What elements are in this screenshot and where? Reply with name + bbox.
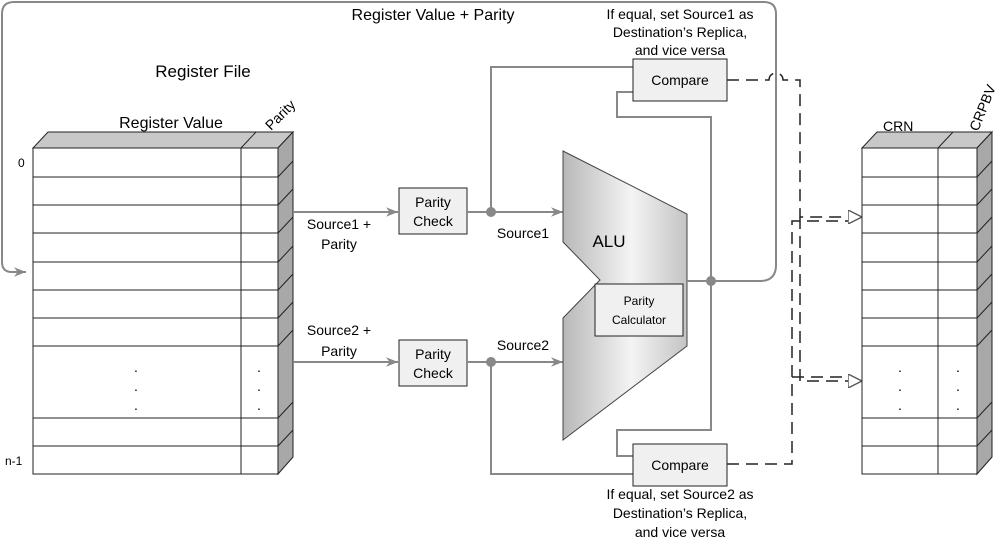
dot: .: [898, 359, 902, 375]
crpbv-header: CRPBV: [966, 82, 999, 133]
register-file-title: Register File: [155, 62, 250, 81]
register-value-header: Register Value: [119, 115, 223, 132]
compare-top-note: Destination’s Replica,: [613, 24, 747, 40]
parity-check-2-label: Parity: [415, 346, 451, 362]
parity-check-1-label: Parity: [415, 194, 451, 210]
dot: .: [134, 359, 138, 375]
source2-label: Source2: [497, 337, 549, 353]
compare-top-control-line: [727, 72, 862, 217]
parity-calculator-label: Calculator: [612, 313, 666, 327]
parity-calculator-label: Parity: [624, 294, 655, 308]
source2-input-label: Source2 +: [307, 322, 371, 338]
compare-bottom-control-line: [727, 220, 848, 465]
output-to-compare-bottom-line: [616, 281, 712, 457]
dot: .: [257, 378, 261, 394]
compare-top-note: If equal, set Source1 as: [606, 6, 753, 22]
dot: .: [134, 378, 138, 394]
compare-top-label: Compare: [651, 72, 709, 88]
compare-bottom-note: If equal, set Source2 as: [606, 486, 753, 502]
row-index-last: n-1: [5, 454, 23, 468]
parity-header: Parity: [262, 96, 299, 133]
alu-label: ALU: [592, 232, 625, 251]
source1-to-compare-line: [490, 66, 633, 212]
compare-top-control-line: [799, 217, 862, 381]
register-file-table: . . . . . .: [31, 130, 295, 476]
dot: .: [956, 378, 960, 394]
source1-input-label: Parity: [321, 236, 357, 252]
source2-input-label: Parity: [321, 343, 357, 359]
source1-label: Source1: [497, 225, 549, 241]
dot: .: [134, 397, 138, 413]
crn-table: . . . . . .: [860, 130, 994, 476]
feedback-label: Register Value + Parity: [352, 7, 515, 24]
dot: .: [257, 359, 261, 375]
compare-bottom-note: Destination’s Replica,: [613, 505, 747, 521]
parity-check-2-label: Check: [413, 365, 454, 381]
crn-header: CRN: [883, 118, 913, 134]
compare-top-box: [632, 58, 728, 102]
parity-check-2-box: [398, 339, 468, 387]
source1-input-label: Source1 +: [307, 216, 371, 232]
dot: .: [956, 359, 960, 375]
feedback-loop-line: [1, 1, 777, 282]
row-index-first: 0: [18, 156, 25, 170]
parity-calculator-box: [594, 283, 684, 337]
dot: .: [257, 397, 261, 413]
dot: .: [898, 378, 902, 394]
compare-bottom-box: [632, 443, 728, 487]
dot: .: [956, 397, 960, 413]
compare-bottom-label: Compare: [651, 457, 709, 473]
source2-to-compare-line: [490, 362, 633, 475]
dot: .: [898, 397, 902, 413]
compare-bottom-note: and vice versa: [635, 524, 725, 540]
output-to-compare-top-line: [616, 91, 712, 281]
parity-check-1-label: Check: [413, 213, 454, 229]
compare-top-note: and vice versa: [635, 42, 725, 58]
